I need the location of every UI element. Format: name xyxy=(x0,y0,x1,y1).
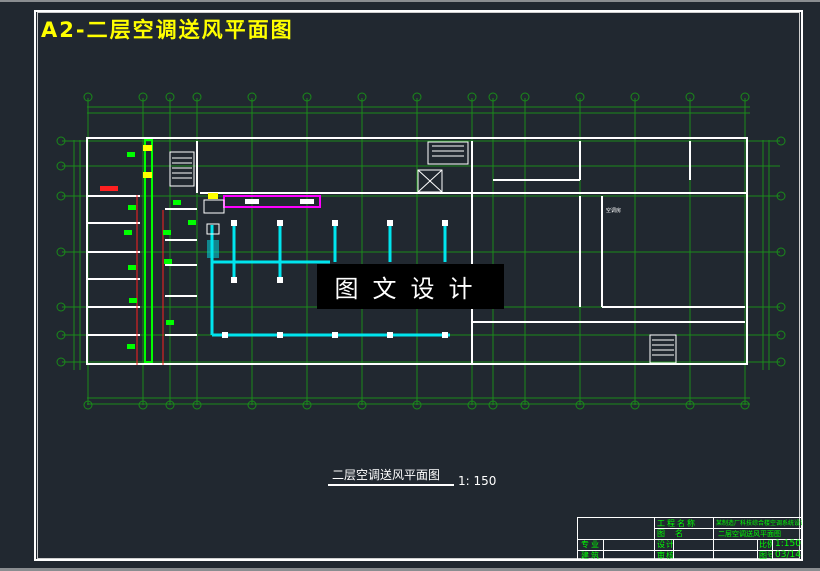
tb-divider xyxy=(603,539,604,560)
tb-sheet-no-label: 图号 xyxy=(759,551,772,560)
tb-drawing-label: 图名 xyxy=(657,529,693,538)
air-handling-unit xyxy=(203,193,225,258)
watermark: 图文设计 xyxy=(317,264,504,309)
caption-underline xyxy=(328,484,454,486)
tb-drawing-value: 二层空调送风平面图 xyxy=(718,530,781,538)
top-window-edge xyxy=(0,0,820,2)
tb-divider xyxy=(757,539,758,560)
tb-scale-value: 1:150 xyxy=(775,539,801,549)
grid-bubbles xyxy=(56,92,786,410)
tb-sheet-no-value: 03/14 xyxy=(775,550,801,560)
tb-divider xyxy=(673,539,674,560)
tb-construction-label: 建筑 xyxy=(581,551,601,560)
room-label-right: 空调房 xyxy=(606,207,621,214)
stairs xyxy=(169,141,677,364)
caption-scale: 1: 150 xyxy=(458,474,497,488)
title-block: 工程名称 某制造厂科技综合楼空调系统设计 图名 二层空调送风平面图 专业 设计 … xyxy=(577,517,803,561)
sheet-title: A2-二层空调送风平面图 xyxy=(41,18,294,42)
drawing-caption: 二层空调送风平面图 xyxy=(332,468,441,482)
tb-project-label: 工程名称 xyxy=(657,519,697,528)
exhaust-label-b xyxy=(300,199,314,204)
tb-divider xyxy=(578,539,802,540)
tb-design-label: 设计 xyxy=(657,540,673,549)
exterior-walls xyxy=(86,137,748,365)
exhaust-label-a xyxy=(245,199,259,204)
diffusers xyxy=(222,220,448,338)
tb-scale-label: 比例 xyxy=(759,540,772,549)
left-vertical-duct xyxy=(100,139,196,365)
tb-divider xyxy=(772,539,773,560)
drawing-frame-outer xyxy=(34,10,803,561)
tb-divider xyxy=(578,550,802,551)
tb-review-label: 审核 xyxy=(657,551,673,560)
tb-project-value: 某制造厂科技综合楼空调系统设计 xyxy=(716,520,802,527)
bottom-window-edge xyxy=(0,568,820,571)
drawing-frame-inner xyxy=(37,12,800,559)
tb-discipline-label: 专业 xyxy=(581,540,601,549)
tb-divider xyxy=(654,528,802,529)
